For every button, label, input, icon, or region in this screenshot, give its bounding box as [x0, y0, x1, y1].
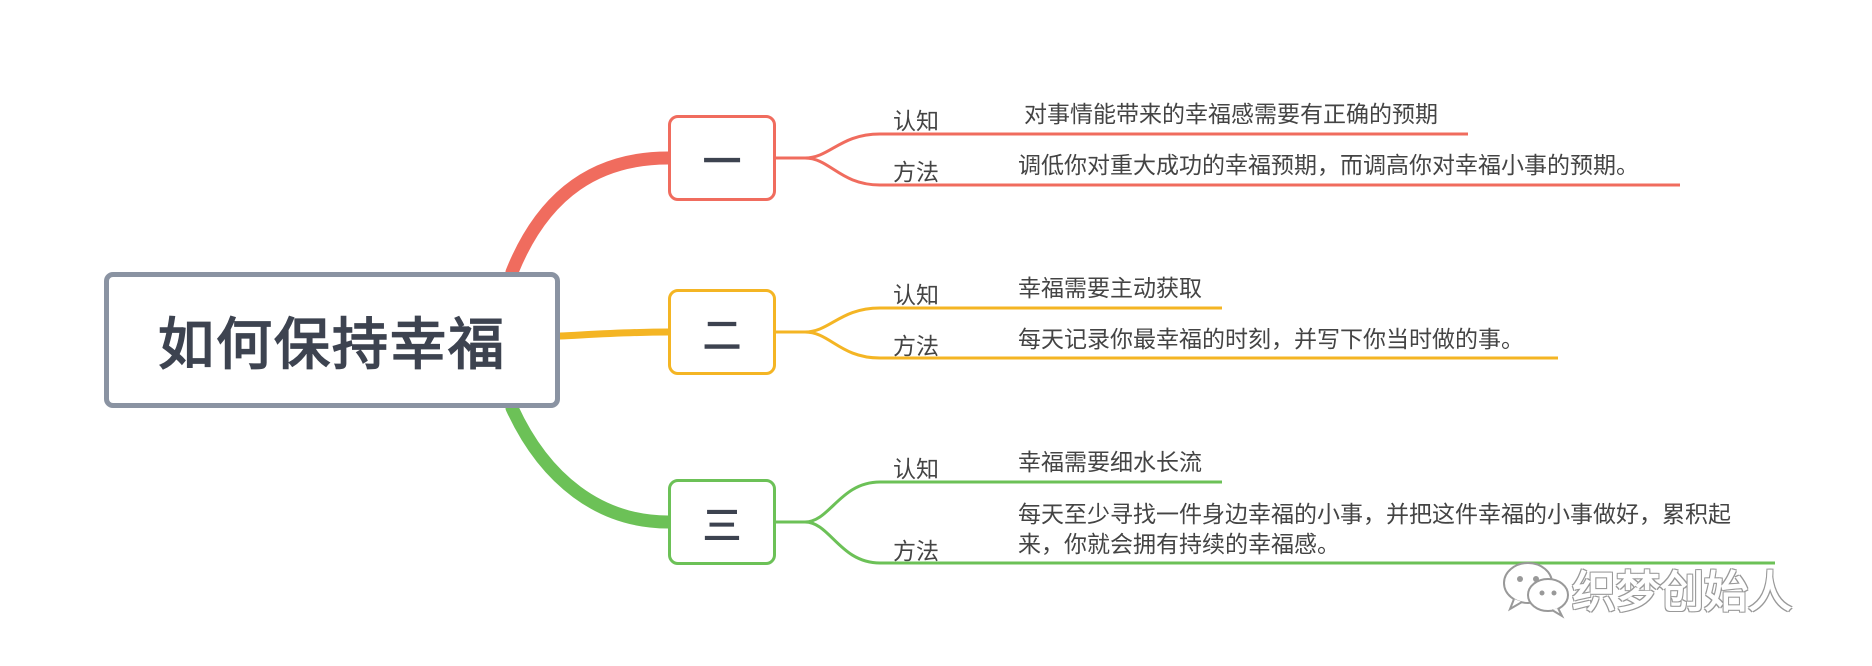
- leaf-1-1-text[interactable]: 对事情能带来的幸福感需要有正确的预期: [1024, 102, 1438, 128]
- connector-branch-1-leaf-2: [804, 156, 1680, 187]
- leaf-1-2-text[interactable]: 调低你对重大成功的幸福预期，而调高你对幸福小事的预期。: [1018, 153, 1639, 179]
- watermark-text: 织梦创始人: [1572, 567, 1792, 618]
- leaf-3-1-label: 认知: [893, 457, 939, 483]
- branch-2-label: 二: [702, 313, 741, 358]
- leaf-3-2-label: 方法: [893, 539, 939, 565]
- branch-1-label: 一: [702, 139, 741, 184]
- branch-3-label: 三: [702, 503, 741, 548]
- connector-root-branch-2: [556, 328, 672, 340]
- wechat-icon: [1503, 562, 1569, 619]
- connector-branch-2-leaf-2: [804, 330, 1558, 360]
- leaf-1-2-label: 方法: [893, 160, 939, 186]
- root-title: 如何保持幸福: [158, 312, 506, 378]
- connector-branch-3-leaf-2: [804, 520, 1775, 565]
- leaf-2-2-label: 方法: [893, 334, 939, 360]
- branch-node-2[interactable]: 二: [668, 289, 776, 375]
- branch-node-3[interactable]: 三: [668, 479, 776, 565]
- leaf-2-1-text[interactable]: 幸福需要主动获取: [1018, 276, 1202, 302]
- branch-node-1[interactable]: 一: [668, 115, 776, 201]
- leaf-2-2-text[interactable]: 每天记录你最幸福的时刻，并写下你当时做的事。: [1018, 327, 1524, 353]
- connector-root-branch-3: [505, 401, 675, 529]
- leaf-1-1-label: 认知: [893, 109, 939, 135]
- leaf-2-1-label: 认知: [893, 283, 939, 309]
- leaf-3-1-text[interactable]: 幸福需要细水长流: [1018, 450, 1202, 476]
- root-node[interactable]: 如何保持幸福: [104, 272, 560, 408]
- connector-root-branch-1: [505, 151, 675, 279]
- watermark: 织梦创始人: [1500, 556, 1792, 620]
- leaf-3-2-text[interactable]: 每天至少寻找一件身边幸福的小事，并把这件幸福的小事做好，累积起来，你就会拥有持续…: [1018, 502, 1731, 558]
